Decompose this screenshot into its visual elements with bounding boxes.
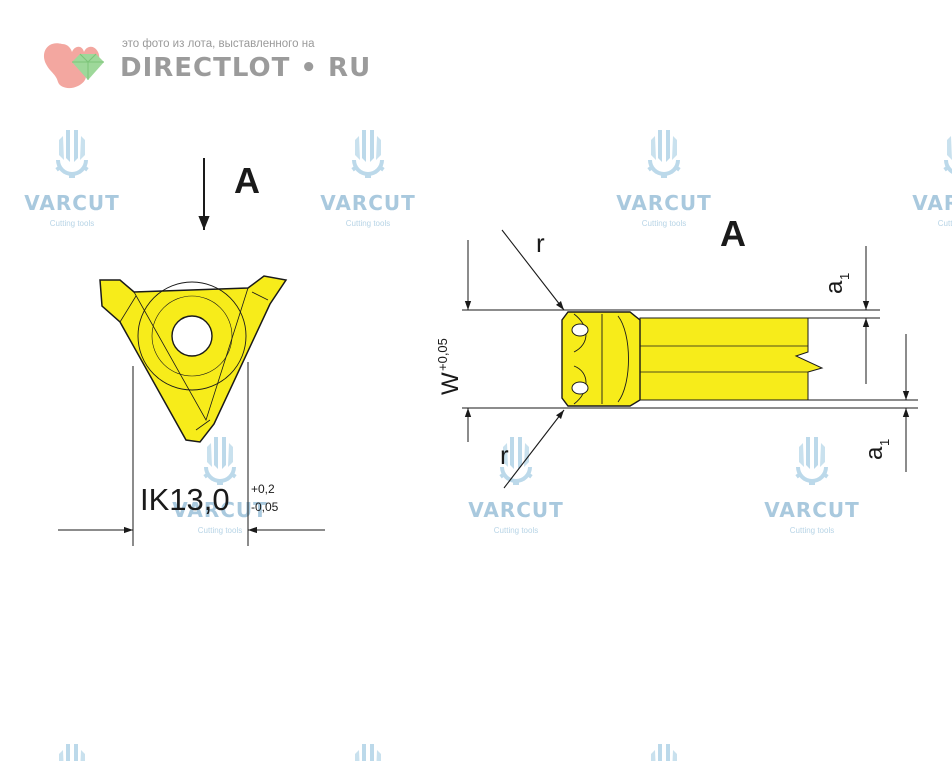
ik-dimension: IK13,0 +0,2 -0,05 [58,362,325,546]
watermark-tagline: Cutting tools [938,219,952,228]
watermark-name: VARCUT [320,191,416,215]
varcut-watermark-partial [351,744,385,761]
watermark-name: VARCUT [616,191,712,215]
varcut-watermark: VARCUT Cutting tools [320,130,416,228]
cutting-tool-gear-icon [647,130,681,178]
view-arrow-label: A [234,160,260,201]
ik-label: IK13,0 [140,482,230,517]
watermark-tagline: Cutting tools [346,219,390,228]
directlot-logo: это фото из лота, выставленного на DIREC… [43,38,371,89]
varcut-watermark-partial [647,744,681,761]
width-label: W [437,372,464,395]
varcut-watermark: VARCUT Cutting tools [764,437,860,535]
radius-leaders: r r [500,228,565,489]
a1-top-dimension: a 1 [821,246,870,384]
cutting-tool-gear-icon [647,744,681,761]
width-dimension: W +0,05 [435,240,472,442]
cutting-tool-gear-icon [943,130,952,178]
cutting-tool-gear-icon [203,437,237,485]
varcut-watermark: VARCUT Cutting tools [616,130,712,228]
insert-side-view [561,311,824,407]
cutting-tool-gear-icon [55,130,89,178]
watermark-name: VARCUT [764,498,860,522]
watermark-tagline: Cutting tools [494,526,538,535]
watermark-tagline: Cutting tools [198,526,242,535]
a1-top-sub: 1 [837,273,852,280]
radius-bottom-label: r [500,440,509,470]
varcut-watermark: VARCUT Cutting tools [468,437,564,535]
a1-top-label: a [821,280,848,294]
a1-bottom-dimension: a 1 [861,334,910,472]
watermark-tagline: Cutting tools [790,526,834,535]
squirrel-with-gem-icon [43,43,104,89]
radius-top-label: r [536,228,545,258]
view-title: A [720,213,746,254]
cutting-tool-gear-icon [55,744,89,761]
triangular-insert [99,275,288,443]
watermark-name: VARCUT [172,498,268,522]
cutting-tool-gear-icon [351,130,385,178]
header-brand: DIRECTLOT • RU [120,53,371,83]
width-tol: +0,05 [435,338,450,371]
varcut-watermark-partial [55,744,89,761]
a1-bottom-label: a [861,446,888,460]
watermark-name: VARCUT [24,191,120,215]
ik-tol-upper: +0,2 [251,482,275,496]
watermark-name: VARCUT [912,191,952,215]
watermark-tagline: Cutting tools [642,219,686,228]
varcut-watermark: VARCUT Cutting tools [172,437,268,535]
cutting-tool-gear-icon [795,437,829,485]
header-caption: это фото из лота, выставленного на [122,38,315,50]
a1-bottom-sub: 1 [877,439,892,446]
ik-tol-lower: -0,05 [251,500,279,514]
insert-mounting-hole [171,315,213,357]
watermark-name: VARCUT [468,498,564,522]
watermark-tagline: Cutting tools [50,219,94,228]
cutting-tool-gear-icon [351,744,385,761]
varcut-watermark: VARCUT Cutting tools [24,130,120,228]
varcut-watermark: VARCUT Cutting tools [912,130,952,228]
